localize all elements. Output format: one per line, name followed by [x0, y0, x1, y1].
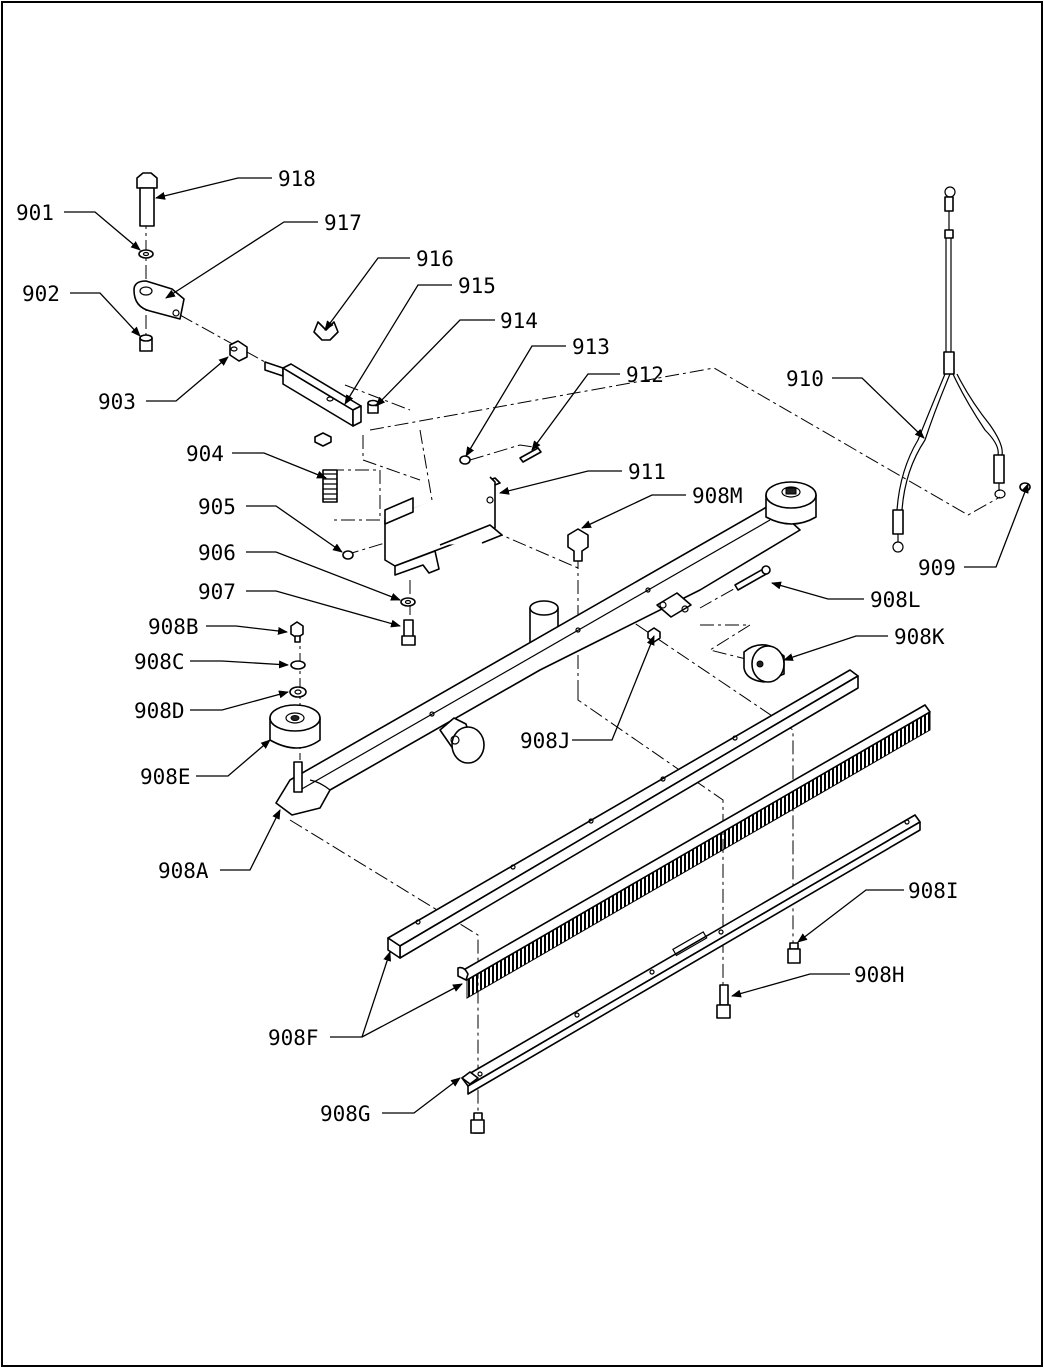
label-908k: 908K — [894, 625, 945, 649]
part-917-rod-end — [133, 280, 185, 320]
label-908m: 908M — [692, 484, 743, 508]
label-903: 903 — [98, 390, 136, 414]
part-908f-rack — [457, 704, 931, 999]
label-908a: 908A — [158, 859, 209, 883]
part-912-pin — [519, 447, 542, 463]
part-904-spring — [322, 469, 338, 503]
label-917: 917 — [324, 211, 362, 235]
part-905-nut — [342, 550, 354, 560]
label-908i: 908I — [908, 879, 959, 903]
label-918: 918 — [278, 167, 316, 191]
part-908i-screw — [787, 942, 801, 964]
label-911: 911 — [628, 460, 666, 484]
label-908h: 908H — [854, 963, 905, 987]
part-908l-pin — [734, 565, 771, 591]
leader-lines — [64, 177, 1029, 1114]
label-908e: 908E — [140, 765, 191, 789]
part-908g-bar — [461, 814, 921, 1095]
label-912: 912 — [626, 363, 664, 387]
label-908g: 908G — [320, 1102, 371, 1126]
label-913: 913 — [572, 335, 610, 359]
part-908h-screw — [716, 984, 731, 1019]
label-905: 905 — [198, 495, 236, 519]
label-908f: 908F — [268, 1026, 319, 1050]
label-909: 909 — [918, 556, 956, 580]
label-916: 916 — [416, 247, 454, 271]
part-908a-shaft — [293, 761, 303, 793]
arm-nut — [314, 432, 332, 447]
part-914-bushing — [367, 399, 379, 414]
part-901-washer — [138, 249, 154, 259]
label-907: 907 — [198, 580, 236, 604]
part-top-pulley — [765, 481, 817, 525]
label-908j: 908J — [520, 729, 571, 753]
part-903-spacer — [229, 340, 248, 362]
label-908b: 908B — [148, 615, 199, 639]
part-906-washer — [400, 597, 416, 607]
part-902-nut — [139, 334, 153, 352]
part-908g-screw — [470, 1112, 485, 1134]
label-908c: 908C — [134, 650, 185, 674]
label-906: 906 — [198, 541, 236, 565]
label-914: 914 — [500, 309, 538, 333]
part-908f-rail — [387, 669, 859, 959]
part-908m-knob — [567, 528, 589, 562]
label-901: 901 — [16, 201, 54, 225]
part-910-cable — [892, 186, 1006, 553]
label-908d: 908D — [134, 699, 185, 723]
part-arm-roller — [439, 717, 485, 764]
part-908d-washer — [289, 686, 307, 698]
part-918-bolt — [136, 172, 158, 227]
part-908b-bolt — [290, 621, 304, 643]
label-910: 910 — [786, 367, 824, 391]
callout-labels: 918 901 917 902 916 915 914 903 913 912 … — [16, 167, 959, 1126]
label-904: 904 — [186, 442, 224, 466]
label-908l: 908L — [870, 588, 921, 612]
part-908k-roller — [743, 644, 785, 683]
part-hinge-bracket — [656, 592, 692, 618]
label-915: 915 — [458, 274, 496, 298]
part-907-screw — [401, 619, 416, 646]
label-902: 902 — [22, 282, 60, 306]
part-915-arm — [264, 361, 362, 427]
part-913-screw — [459, 455, 471, 465]
part-908e-pulley — [269, 704, 321, 749]
part-911-bracket — [384, 476, 503, 576]
part-916-wing-nut — [313, 321, 339, 341]
part-908c-washer — [290, 660, 306, 670]
part-908j-nut — [647, 627, 661, 643]
